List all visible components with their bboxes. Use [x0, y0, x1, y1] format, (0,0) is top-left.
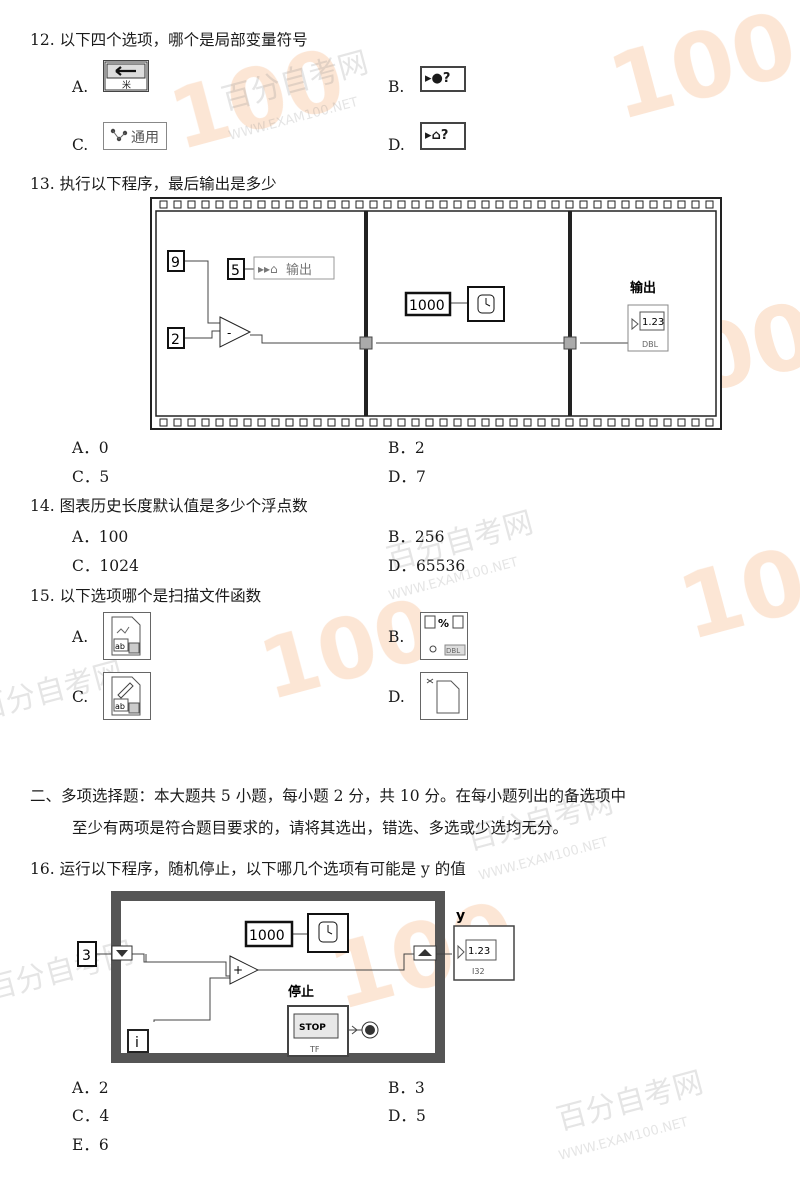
- read-file-icon[interactable]: ab: [103, 612, 151, 660]
- q12-option-b-letter[interactable]: B.: [388, 78, 405, 96]
- svg-text:-: -: [227, 326, 231, 340]
- q16-block-diagram: 3 i + 1000 停止 STOP TF: [74, 890, 524, 1070]
- q13-local-variable: [253, 256, 335, 280]
- q14-option-b[interactable]: B．256: [388, 528, 445, 546]
- q15-option-d-letter[interactable]: D.: [388, 688, 405, 706]
- q13-option-c[interactable]: C．5: [72, 468, 110, 486]
- q12-option-a-letter[interactable]: A.: [72, 78, 89, 96]
- q13-option-a[interactable]: A．0: [72, 439, 109, 457]
- q14-stem: 14. 图表历史长度默认值是多少个浮点数: [30, 497, 308, 515]
- q14-option-c[interactable]: C．1024: [72, 557, 139, 575]
- svg-text:I32: I32: [472, 967, 485, 976]
- q16-option-c[interactable]: C．4: [72, 1107, 110, 1125]
- q16-const-3: [77, 941, 97, 967]
- q15-option-a-letter[interactable]: A.: [72, 628, 89, 646]
- global-variable-icon[interactable]: ▸●?: [420, 66, 466, 92]
- svg-text:5: 5: [231, 263, 240, 279]
- svg-text:1.23: 1.23: [468, 946, 490, 957]
- q12-stem: 12. 以下四个选项，哪个是局部变量符号: [30, 31, 308, 49]
- svg-text:3: 3: [82, 948, 91, 964]
- svg-text:DBL: DBL: [642, 340, 659, 349]
- q13-stem: 13. 执行以下程序，最后输出是多少: [30, 175, 277, 193]
- general-node-icon[interactable]: 通用: [103, 122, 167, 150]
- q14-option-a[interactable]: A．100: [72, 528, 129, 546]
- svg-text:%: %: [438, 617, 449, 630]
- sequence-local-icon[interactable]: 米: [103, 60, 149, 92]
- q13-block-diagram: 9 5 2 ▸▸⌂ 输出 - 1000 输出 1.23 DBL: [150, 197, 722, 430]
- format-into-string-icon[interactable]: % DBL: [420, 612, 468, 660]
- q16-option-e[interactable]: E．6: [72, 1136, 109, 1154]
- svg-text:输出: 输出: [286, 262, 312, 278]
- q16-stop-label: 停止: [288, 984, 314, 1000]
- local-variable-icon[interactable]: ▸⌂?: [420, 122, 466, 150]
- q13-option-d[interactable]: D．7: [388, 468, 426, 486]
- svg-text:1000: 1000: [409, 298, 445, 314]
- q16-y-label: y: [456, 908, 465, 924]
- global-variable-glyph: ▸●?: [425, 71, 451, 86]
- svg-text:TF: TF: [309, 1045, 320, 1054]
- q16-const-1000: [244, 920, 294, 948]
- q13-const-9: [167, 250, 185, 272]
- q16-option-d[interactable]: D．5: [388, 1107, 426, 1125]
- q13-option-b[interactable]: B．2: [388, 439, 425, 457]
- svg-text:ab: ab: [115, 642, 125, 651]
- q16-option-a[interactable]: A．2: [72, 1079, 109, 1097]
- svg-text:▸▸⌂: ▸▸⌂: [258, 262, 278, 276]
- svg-text:米: 米: [122, 79, 131, 91]
- q15-option-b-letter[interactable]: B.: [388, 628, 405, 646]
- local-variable-glyph: ▸⌂?: [425, 128, 449, 143]
- q13-const-5: [227, 258, 245, 280]
- svg-text:i: i: [135, 1035, 139, 1051]
- section2-line2: 至少有两项是符合题目要求的，请将其选出，错选、多选或少选均无分。: [72, 819, 569, 837]
- svg-text:2: 2: [171, 332, 180, 348]
- svg-text:ab: ab: [115, 702, 125, 711]
- q13-const-2: [167, 327, 185, 349]
- q13-const-1000: [404, 291, 452, 317]
- write-file-icon[interactable]: ab: [103, 672, 151, 720]
- svg-text:STOP: STOP: [299, 1023, 326, 1033]
- q16-iteration-terminal: [127, 1029, 149, 1053]
- svg-text:1.23: 1.23: [642, 317, 664, 328]
- q12-option-c-letter[interactable]: C.: [72, 136, 89, 154]
- q15-option-c-letter[interactable]: C.: [72, 688, 89, 706]
- general-node-label: 通用: [131, 130, 159, 146]
- svg-text:+: +: [233, 963, 243, 977]
- empty-file-icon[interactable]: [420, 672, 468, 720]
- svg-text:DBL: DBL: [446, 647, 460, 655]
- q13-indicator-label: 输出: [630, 280, 656, 296]
- section2-line1: 二、多项选择题：本大题共 5 小题，每小题 2 分，共 10 分。在每小题列出的…: [30, 787, 627, 805]
- svg-text:1000: 1000: [249, 928, 285, 944]
- q16-add-node: [229, 955, 260, 985]
- q14-option-d[interactable]: D．65536: [388, 557, 466, 575]
- q12-option-d-letter[interactable]: D.: [388, 136, 405, 154]
- q15-stem: 15. 以下选项哪个是扫描文件函数: [30, 587, 262, 605]
- q16-option-b[interactable]: B．3: [388, 1079, 425, 1097]
- q16-stem: 16. 运行以下程序，随机停止，以下哪几个选项有可能是 y 的值: [30, 860, 466, 878]
- q13-subtract-node: [219, 316, 252, 348]
- svg-text:9: 9: [171, 255, 180, 271]
